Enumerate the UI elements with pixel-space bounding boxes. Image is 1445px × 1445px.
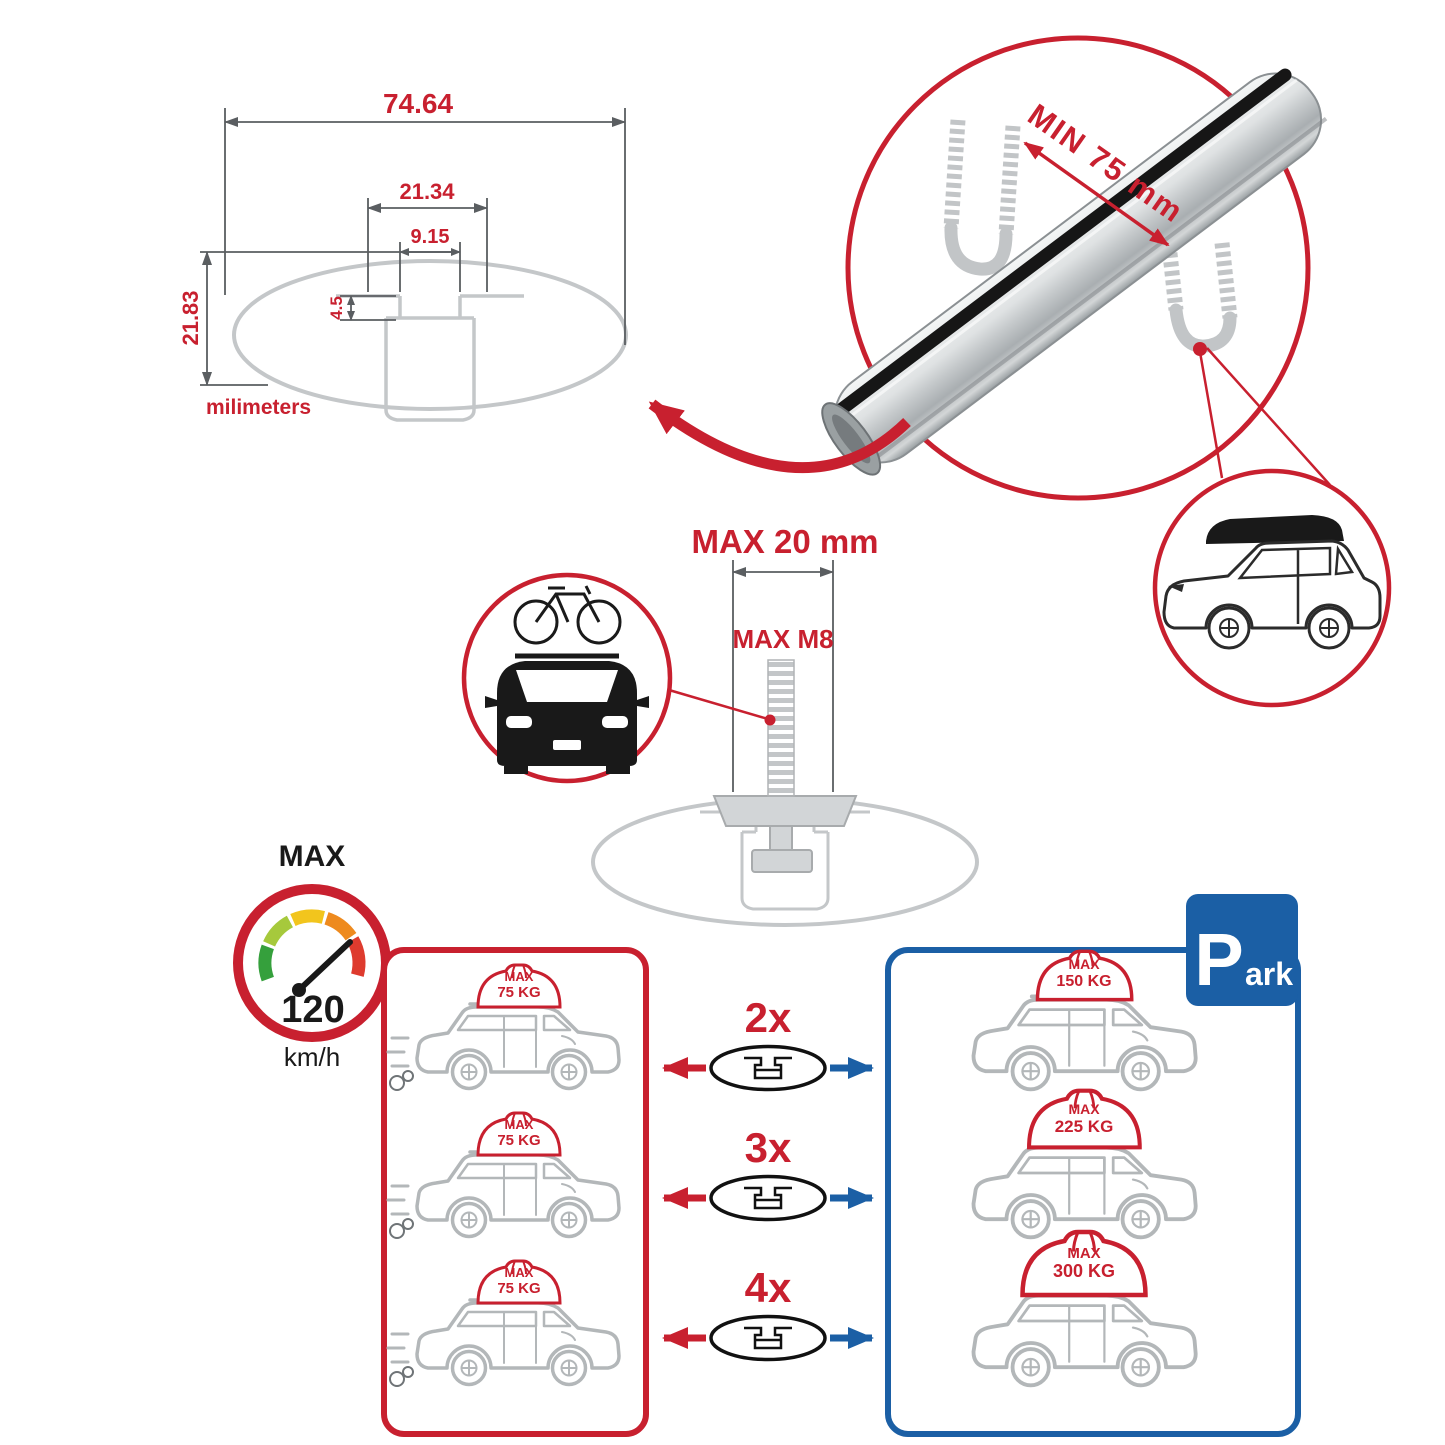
car-windshield [516, 670, 618, 702]
cargo-load-title: MAX [1068, 956, 1100, 972]
cargo-load-value: 225 KG [1055, 1117, 1114, 1136]
multiplier-row-1: 2x [662, 994, 874, 1092]
car-headlight-left [506, 716, 532, 728]
suv-roofbox-illustration [1162, 515, 1382, 650]
roofbox-car-circle [1152, 468, 1392, 708]
cargo-load-title: MAX [1067, 1245, 1100, 1262]
car-wheel-left [504, 766, 528, 774]
dimension-total-width-value: 74.64 [383, 88, 453, 119]
cargo-load-value: 75 KG [497, 1280, 540, 1297]
dimension-inner-slot-value: 9.15 [411, 226, 450, 248]
parked-car-row-2: MAX 225 KG [971, 1091, 1198, 1240]
speed-unit: km/h [284, 1042, 340, 1072]
multiplier-label: 3x [745, 1124, 792, 1171]
dimension-outer-slot-value: 21.34 [399, 179, 455, 204]
bolt-leader-line [668, 688, 769, 721]
parked-car-row-3: MAX 300 KG [971, 1232, 1198, 1388]
dimension-total-height: 21.83 [178, 251, 452, 386]
parking-sign: P ark [1186, 894, 1298, 1006]
multiplier-label: 2x [745, 994, 792, 1041]
max-length-label: MAX 20 mm [691, 523, 878, 560]
bolt-thread-outline [767, 659, 795, 797]
parked-car-row-1: MAX 150 KG [971, 949, 1198, 1092]
multiplier-row-3: 4x [662, 1264, 874, 1362]
bolt-shaft-lower [769, 825, 793, 851]
car-headlight-right [602, 716, 628, 728]
cargo-load-title: MAX [505, 969, 534, 984]
bike-car-circle [461, 572, 673, 784]
exhaust-puffs [389, 1218, 414, 1239]
motion-dashes [386, 1332, 410, 1364]
driving-car-row-2: MAX 75 KG [386, 1111, 621, 1239]
cargo-load-value: 150 KG [1056, 973, 1111, 990]
multiplier-column: 2x 3x 4x [662, 994, 874, 1362]
parking-sign-suffix: ark [1245, 956, 1293, 992]
cargo-load-value: 75 KG [497, 1132, 540, 1149]
suv-body [1162, 539, 1382, 630]
bike-illustration [513, 585, 622, 645]
bolt-diagram: MAX 20 mm MAX M8 [591, 523, 979, 927]
suv-windows [1237, 545, 1355, 624]
bolt-t-head [751, 849, 813, 873]
gauge-needle [296, 939, 353, 993]
motion-dashes [386, 1184, 410, 1216]
clamp-plate [712, 795, 858, 827]
bolt-leader-dot [764, 714, 776, 726]
u-bolt-top [943, 119, 1021, 276]
cargo-load-value: 300 KG [1053, 1261, 1115, 1281]
callout-curved-arrow [648, 399, 911, 474]
max-thread-label: MAX M8 [732, 624, 833, 654]
suv-headlight [1168, 584, 1184, 592]
crossbar-icon [709, 1044, 827, 1092]
cargo-load-title: MAX [1068, 1101, 1100, 1117]
parked-panel: MAX 150 KG MAX 225 KG MAX 300 KG [885, 947, 1301, 1437]
speed-max-label: MAX [279, 840, 346, 873]
dimension-outer-slot-width: 21.34 [367, 179, 488, 292]
unit-label: milimeters [206, 396, 311, 419]
cargo-load-value: 75 KG [497, 984, 540, 1001]
dimension-slot-depth: 4.5 [327, 295, 396, 321]
dimension-total-height-value: 21.83 [178, 290, 203, 345]
car-plate [553, 740, 581, 750]
parking-sign-letter: P [1194, 918, 1243, 1001]
motion-dashes [386, 1036, 410, 1068]
car-front-illustration [485, 653, 649, 774]
roof-box [1206, 515, 1344, 544]
multiplier-label: 4x [745, 1264, 792, 1311]
multiplier-row-2: 3x [662, 1124, 874, 1222]
crossbar-icon [709, 1314, 827, 1362]
crossbar-icon [709, 1174, 827, 1222]
crossbar-profile-ellipse [232, 259, 628, 411]
callout-dot [1193, 342, 1207, 356]
cross-section-dimension-diagram: 74.64 21.34 9.15 4.5 21.83 milimeters [178, 88, 628, 422]
gauge-arc [258, 909, 366, 982]
car-wheel-right [606, 766, 630, 774]
exhaust-puffs [389, 1366, 414, 1387]
parking-sign-board [1186, 894, 1298, 1006]
gauge-needle-pivot [292, 983, 306, 997]
exhaust-puffs [389, 1070, 414, 1091]
driving-panel: MAX 75 KG MAX 75 KG MAX 75 KG [381, 947, 649, 1437]
suv-wheels [1207, 606, 1351, 650]
crossbar-profile-slot [336, 294, 524, 422]
speedometer: MAX 120 km/h [233, 840, 391, 1072]
crossbar-detail-circle: MIN 75 mm [821, 35, 1331, 501]
driving-car-row-3: MAX 75 KG [386, 1259, 621, 1387]
driving-car-row-1: MAX 75 KG [386, 963, 621, 1091]
callout-lines [1198, 347, 1331, 486]
cargo-load-title: MAX [505, 1265, 534, 1280]
dimension-total-width: 74.64 [224, 88, 626, 345]
speed-value: 120 [281, 989, 344, 1031]
cargo-load-title: MAX [505, 1117, 534, 1132]
dimension-slot-depth-value: 4.5 [327, 296, 346, 320]
bolt-extension-lines [732, 560, 834, 792]
